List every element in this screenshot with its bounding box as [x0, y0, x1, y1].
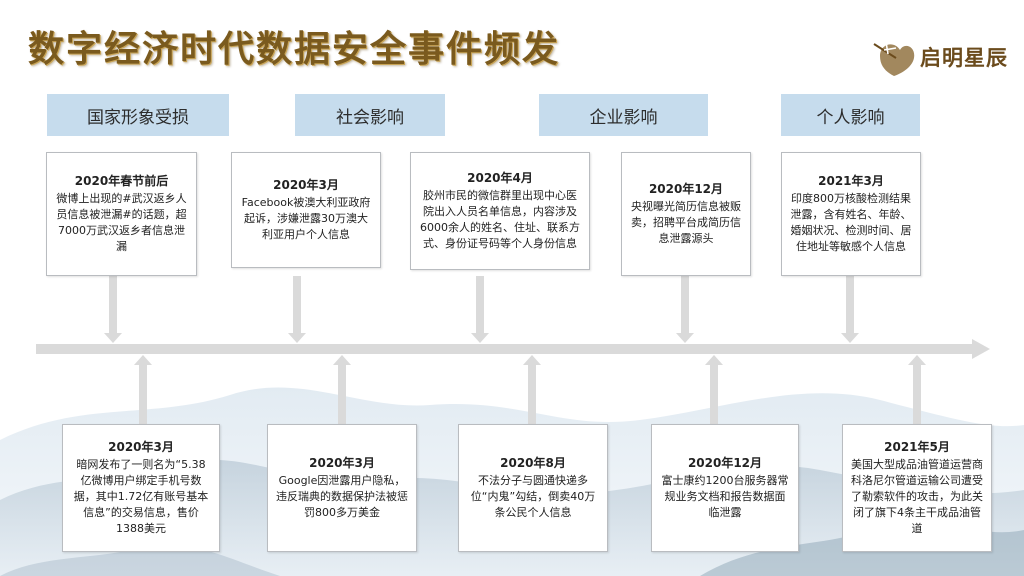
- connector-up: [338, 363, 346, 424]
- connector-arrow-down: [104, 333, 122, 343]
- event-text: 美国大型成品油管道运营商科洛尼尔管道运输公司遭受了勒索软件的攻击，为此关闭了旗下…: [851, 458, 983, 535]
- event-text: Facebook被澳大利亚政府起诉，涉嫌泄露30万澳大利亚用户个人信息: [241, 196, 371, 241]
- event-date: 2020年3月: [108, 440, 174, 454]
- connector-arrow-up: [908, 355, 926, 365]
- event-date: 2021年5月: [884, 440, 950, 454]
- event-card-top: 2020年4月 胶州市民的微信群里出现中心医院出入人员名单信息，内容涉及6000…: [410, 152, 590, 270]
- event-text: 不法分子与圆通快递多位“内鬼”勾结，倒卖40万条公民个人信息: [470, 474, 596, 519]
- connector-up: [528, 363, 536, 424]
- event-card-bottom: 2021年5月 美国大型成品油管道运营商科洛尼尔管道运输公司遭受了勒索软件的攻击…: [842, 424, 992, 552]
- event-card-bottom: 2020年12月 富士康约1200台服务器常规业务文档和报告数据面临泄露: [651, 424, 799, 552]
- connector-up: [710, 363, 718, 424]
- event-text: 暗网发布了一则名为“5.38亿微博用户绑定手机号数据，其中1.72亿有账号基本信…: [73, 458, 209, 535]
- event-date: 2020年春节前后: [74, 174, 169, 188]
- event-date: 2020年12月: [687, 456, 763, 470]
- category-personal-impact: 个人影响: [781, 94, 920, 136]
- event-date: 2020年12月: [648, 182, 724, 196]
- event-card-top: 2020年春节前后 微博上出现的#武汉返乡人员信息被泄漏#的话题，超7000万武…: [46, 152, 197, 276]
- event-date: 2020年3月: [309, 456, 375, 470]
- category-enterprise-impact: 企业影响: [539, 94, 708, 136]
- connector-arrow-up: [134, 355, 152, 365]
- category-label: 企业影响: [589, 107, 658, 128]
- connector-down: [476, 276, 484, 335]
- event-date: 2020年3月: [273, 178, 339, 192]
- event-date: 2020年8月: [500, 456, 566, 470]
- connector-up: [913, 363, 921, 424]
- event-card-bottom: 2020年8月 不法分子与圆通快递多位“内鬼”勾结，倒卖40万条公民个人信息: [458, 424, 608, 552]
- event-card-top: 2020年3月 Facebook被澳大利亚政府起诉，涉嫌泄露30万澳大利亚用户个…: [231, 152, 381, 268]
- connector-arrow-down: [676, 333, 694, 343]
- connector-down: [681, 276, 689, 335]
- category-national-image: 国家形象受损: [47, 94, 229, 136]
- connector-down: [846, 276, 854, 335]
- logo: 启明星辰: [870, 36, 1008, 78]
- event-date: 2020年4月: [467, 171, 533, 185]
- connector-down: [109, 276, 117, 335]
- event-text: 微博上出现的#武汉返乡人员信息被泄漏#的话题，超7000万武汉返乡者信息泄漏: [56, 192, 187, 253]
- connector-arrow-up: [523, 355, 541, 365]
- event-text: Google因泄露用户隐私，违反瑞典的数据保护法被惩罚800多万美金: [276, 474, 408, 519]
- category-label: 国家形象受损: [87, 107, 189, 128]
- timeline-arrowhead: [972, 339, 990, 359]
- event-card-top: 2020年12月 央视曝光简历信息被贩卖，招聘平台成简历信息泄露源头: [621, 152, 751, 276]
- event-text: 印度800万核酸检测结果泄露，含有姓名、年龄、婚姻状况、检测时间、居住地址等敏感…: [790, 192, 912, 253]
- qiming-logo-icon: [873, 41, 915, 76]
- connector-arrow-down: [288, 333, 306, 343]
- connector-arrow-down: [471, 333, 489, 343]
- logo-text: 启明星辰: [920, 46, 1008, 70]
- connector-up: [139, 363, 147, 424]
- category-social-impact: 社会影响: [295, 94, 445, 136]
- event-card-top: 2021年3月 印度800万核酸检测结果泄露，含有姓名、年龄、婚姻状况、检测时间…: [781, 152, 921, 276]
- page-title: 数字经济时代数据安全事件频发: [28, 28, 561, 70]
- connector-arrow-down: [841, 333, 859, 343]
- event-card-bottom: 2020年3月 Google因泄露用户隐私，违反瑞典的数据保护法被惩罚800多万…: [267, 424, 417, 552]
- event-date: 2021年3月: [818, 174, 884, 188]
- category-label: 社会影响: [336, 107, 404, 128]
- event-text: 富士康约1200台服务器常规业务文档和报告数据面临泄露: [661, 474, 789, 519]
- event-text: 央视曝光简历信息被贩卖，招聘平台成简历信息泄露源头: [631, 200, 741, 245]
- event-card-bottom: 2020年3月 暗网发布了一则名为“5.38亿微博用户绑定手机号数据，其中1.7…: [62, 424, 220, 552]
- timeline-axis: [36, 344, 974, 354]
- category-label: 个人影响: [816, 107, 885, 128]
- connector-down: [293, 276, 301, 335]
- connector-arrow-up: [705, 355, 723, 365]
- connector-arrow-up: [333, 355, 351, 365]
- event-text: 胶州市民的微信群里出现中心医院出入人员名单信息，内容涉及6000余人的姓名、住址…: [420, 189, 580, 250]
